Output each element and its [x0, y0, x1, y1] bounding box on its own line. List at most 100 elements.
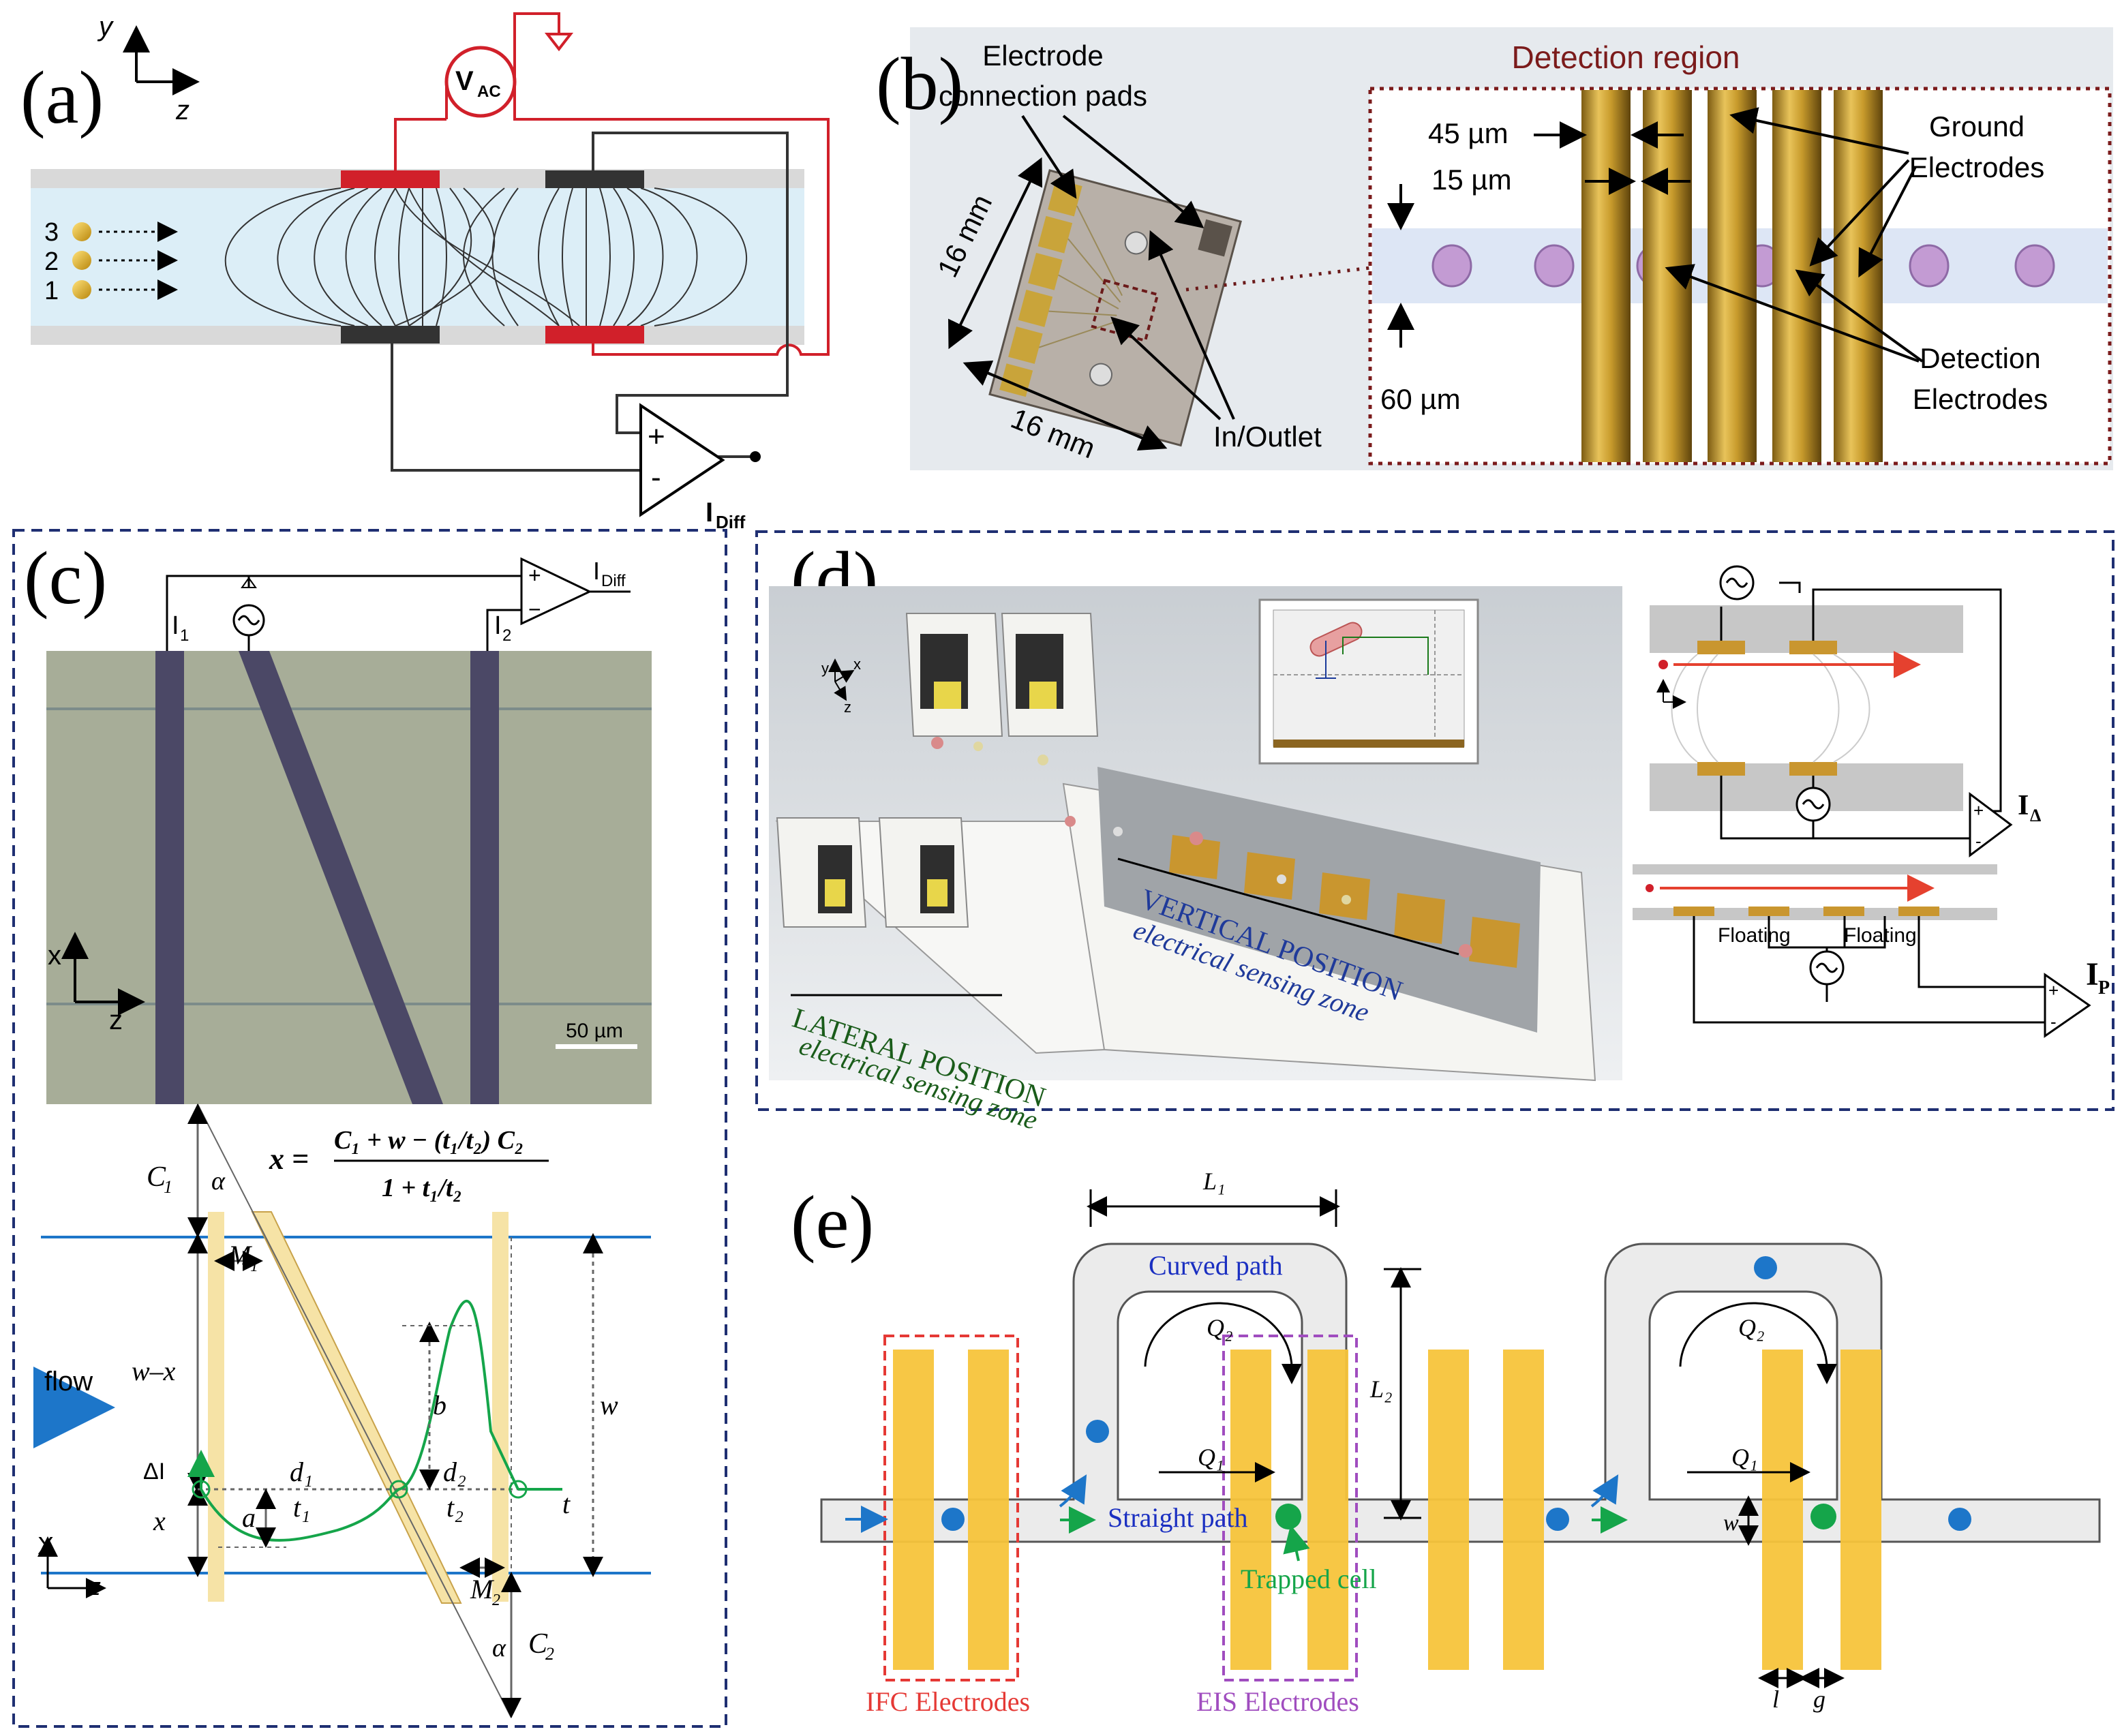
panel-c-frame — [12, 529, 727, 1728]
panel-b-detect-arrow-1 — [1665, 264, 1920, 363]
panel-b-ground-arrow-1 — [1729, 107, 1909, 155]
panel-d-inset-dim-green — [1342, 637, 1429, 675]
panel-d-floating-label-1: Floating — [1718, 924, 1791, 947]
panel-d-i-p-sub: P — [2098, 977, 2110, 999]
panel-c-x-label: x — [48, 941, 61, 971]
panel-c-schem-electrode-oblique — [251, 1211, 462, 1604]
panel-d: (d) LATERAL POSITION electrical sensing … — [755, 530, 2115, 1136]
panel-d-vert-electrodes — [1673, 907, 1939, 916]
svg-text:L₁: L₁ — [1202, 1168, 1226, 1195]
panel-b-pads-arrow-left — [1021, 115, 1077, 199]
panel-d-amp-p — [2044, 973, 2091, 1038]
panel-c-label: (c) — [24, 536, 107, 620]
panel-d-lat-ac-wave-bottom — [1802, 799, 1825, 810]
panel-c: (c) + − I Diff I 1 I 2 x z 50 µm — [12, 529, 727, 1728]
svg-text:w–x: w–x — [132, 1356, 176, 1386]
panel-c-peak-marker-2 — [389, 1480, 408, 1499]
panel-b-inout-label: In/Outlet — [1213, 421, 1322, 453]
svg-text:x =: x = — [269, 1142, 309, 1176]
svg-text:2: 2 — [545, 1644, 554, 1664]
panel-e-q2-arrow-2 — [1679, 1302, 1837, 1384]
panel-d-vertical-schematic — [1633, 864, 1997, 939]
panel-c-amp-minus: − — [528, 597, 541, 622]
panel-e-branch-arrow-2 — [1590, 1474, 1619, 1508]
panel-c-ground-symbol — [241, 577, 257, 588]
panel-b-dim-vertical-arrow — [948, 157, 1042, 350]
panel-b-ground-arrow-3 — [1858, 166, 1917, 278]
panel-a-amp-plus: + — [648, 420, 665, 453]
panel-b-label: (b) — [876, 42, 963, 125]
panel-e-label: (e) — [791, 1181, 874, 1264]
svg-text:w: w — [1723, 1510, 1739, 1536]
panel-d-axis-z-label: z — [844, 699, 851, 716]
panel-c-i2-label: I — [494, 611, 502, 640]
panel-d-amp-delta-minus: - — [1975, 831, 1982, 851]
panel-d-vert-ac-wave — [1815, 962, 1838, 973]
panel-b-pads-arrow-right — [1062, 115, 1204, 228]
panel-b-inout-arrow-2 — [1148, 230, 1235, 420]
panel-b-detect-label-2: Electrodes — [1913, 383, 2048, 415]
panel-a-electrode-top-left — [341, 170, 440, 188]
panel-c-scale-bar — [556, 1044, 637, 1049]
svg-text:3: 3 — [44, 218, 59, 247]
svg-text:L₂: L₂ — [1369, 1375, 1393, 1403]
panel-b-ground-label-2: Electrodes — [1909, 151, 2044, 183]
panel-b-dim-45: 45 µm — [1428, 117, 1509, 149]
panel-b-pads-label-1: Electrode — [982, 40, 1103, 72]
svg-text:M: M — [228, 1240, 253, 1270]
panel-c-electrode-2 — [470, 651, 499, 1104]
panel-b-dim-horizontal-arrow — [963, 360, 1168, 451]
svg-text:t₁: t₁ — [293, 1492, 310, 1523]
svg-text:IFC Electrodes: IFC Electrodes — [866, 1686, 1030, 1717]
panel-d-electrode-3 — [825, 879, 845, 907]
svg-text:2: 2 — [492, 1592, 500, 1609]
panel-a-channel — [31, 188, 804, 326]
svg-text:Curved path: Curved path — [1149, 1250, 1283, 1281]
panel-c-peak-marker-3 — [509, 1480, 528, 1499]
svg-text:1 + t₁/t₂: 1 + t₁/t₂ — [382, 1174, 462, 1202]
panel-e-branch-arrow-1 — [1059, 1474, 1087, 1508]
panel-a-diff-amplifier — [639, 403, 725, 517]
panel-d-channel-floor — [1097, 767, 1541, 1033]
panel-b-inout-arrow-1 — [1110, 316, 1222, 421]
panel-e-q2-arrow-1 — [1144, 1302, 1302, 1384]
panel-b-ground-label-1: Ground — [1929, 110, 2025, 142]
panel-d-floating-label-2: Floating — [1844, 924, 1917, 947]
svg-text:l: l — [1772, 1686, 1779, 1713]
panel-d-i-p-label: I — [2086, 956, 2099, 992]
panel-b-dim-60: 60 µm — [1380, 383, 1461, 415]
panel-d-lat-electrode-4 — [1789, 762, 1837, 776]
panel-c-output-label: I — [593, 557, 600, 585]
panel-b-zoom-connector — [1185, 266, 1371, 292]
panel-d-vert-particle — [1646, 884, 1654, 892]
panel-a-electrode-bottom-right — [545, 326, 644, 344]
svg-text:1: 1 — [164, 1177, 172, 1197]
panel-b-pads-label-2: connection pads — [939, 80, 1147, 112]
panel-d-axis-x-label: x — [853, 656, 861, 673]
panel-c-schem-electrode-1 — [208, 1212, 224, 1602]
panel-b-detect-arrow-2 — [1795, 269, 1924, 363]
svg-text:α: α — [492, 1634, 506, 1662]
panel-d-vertical-bracket — [1117, 857, 1459, 956]
panel-d-lat-ac-wave-top — [1725, 577, 1748, 588]
panel-e-cells — [941, 1256, 1971, 1531]
panel-d-inset-channel — [1273, 609, 1465, 747]
panel-d-lat-electrode-2 — [1789, 641, 1837, 654]
panel-e-electrodes — [893, 1350, 1881, 1670]
panel-d-axis-x — [834, 669, 855, 683]
panel-d-lat-particle — [1658, 660, 1668, 669]
panel-c-flow-label: flow — [44, 1367, 93, 1397]
panel-d-i-delta-label: I — [2018, 790, 2029, 821]
svg-text:a: a — [242, 1502, 256, 1533]
panel-c-formula: x = C₁ + w − (t₁/t₂) C₂ 1 + t₁/t₂ — [269, 1126, 549, 1202]
panel-c-schem-z-label: z — [88, 1572, 101, 1600]
panel-a-label: (a) — [20, 56, 104, 139]
panel-e: (e) L₁ L₂ Curve — [791, 1168, 2101, 1717]
panel-a-source-sub: AC — [477, 82, 501, 101]
panel-c-output-sub: Diff — [601, 572, 626, 590]
panel-d-amp-delta — [1969, 792, 2013, 857]
panel-e-trapped-pointer — [1283, 1525, 1310, 1562]
panel-c-diff-amplifier — [520, 557, 592, 626]
svg-text:w: w — [600, 1390, 618, 1420]
